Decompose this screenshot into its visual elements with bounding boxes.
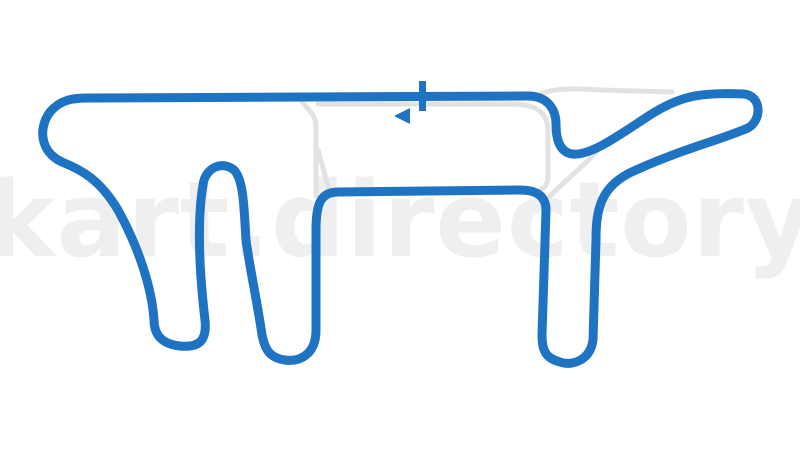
start-finish-line-icon [419,81,426,111]
alt-section-right-link [537,86,675,97]
track-main-outline [38,89,763,368]
direction-arrow-icon [394,108,410,124]
alt-section-left-link [297,95,319,199]
watermark-text: kart.directory [0,159,800,281]
alt-section-inner-top [315,101,551,195]
alt-section-diagonal [547,147,601,199]
alt-section-inner-left [315,147,333,197]
